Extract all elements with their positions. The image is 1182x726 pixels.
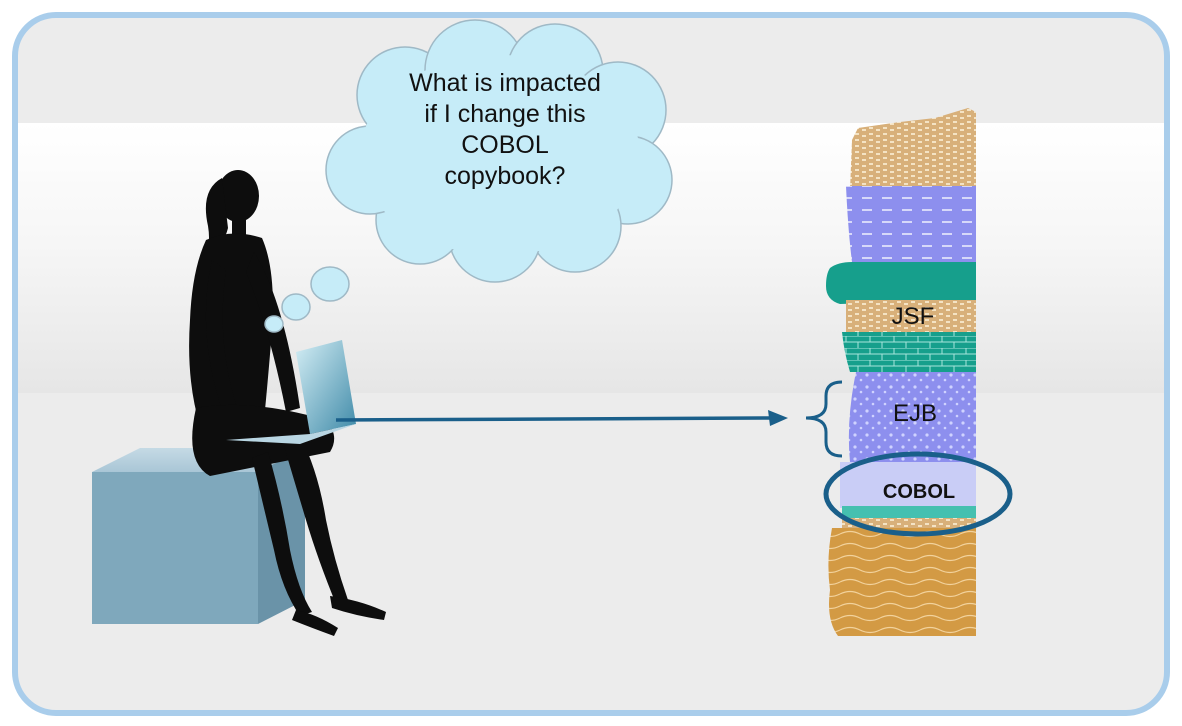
thought-cloud (325, 19, 673, 283)
laptop-icon (226, 340, 356, 444)
thought-line: copybook? (444, 162, 566, 190)
thought-line: COBOL (461, 131, 549, 159)
layer-label-cobol: COBOL (882, 481, 956, 503)
layer-label-ejb: EJB (892, 400, 937, 427)
layer-label-jsf: JSF (891, 303, 935, 330)
cobol-highlight-ring (823, 451, 1013, 537)
woman-with-laptop-silhouette (189, 170, 386, 636)
strata-column (826, 108, 976, 636)
thought-bubble-text: What is impacted if I change this COBOL … (352, 68, 658, 192)
thought-line: if I change this (424, 100, 586, 128)
impact-arrow (335, 410, 788, 426)
curly-brace (805, 380, 843, 458)
thought-line: What is impacted (409, 69, 601, 97)
thought-trail-bubbles (264, 266, 350, 333)
